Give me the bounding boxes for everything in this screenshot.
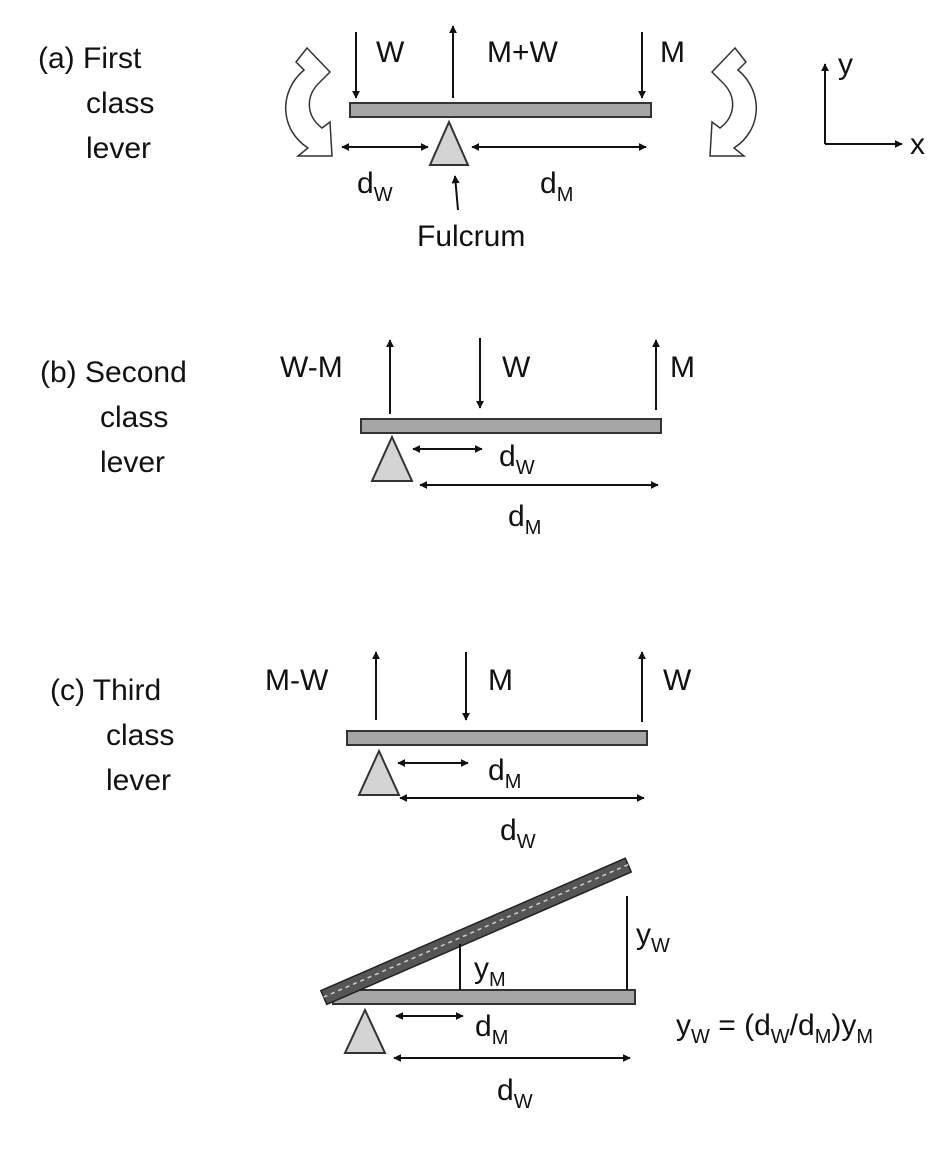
panel-c-beam <box>346 730 648 746</box>
panel-c-title-1: (c) Third <box>50 674 161 707</box>
rotation-ccw-icon <box>284 46 333 157</box>
x-axis-label: x <box>910 128 925 161</box>
panel-b-force-center-label: W <box>502 351 531 384</box>
panel-d-tilted-beam <box>319 857 633 1006</box>
panel-b-beam <box>360 418 662 434</box>
panel-d-dist-short-label: dM <box>475 1010 508 1049</box>
panel-a-force-center-label: M+W <box>487 36 559 69</box>
panel-b-dist-short-label: dW <box>499 440 535 479</box>
panel-a-fulcrum-label: Fulcrum <box>417 220 525 253</box>
panel-a-beam <box>349 102 652 118</box>
panel-c-force-left-label: M-W <box>265 664 329 697</box>
panel-a-title-1: (a) First <box>38 42 142 75</box>
panel-d-horizontal-beam <box>332 989 636 1005</box>
rotation-cw-icon <box>709 46 758 157</box>
panel-b-force-right-label: M <box>670 351 695 384</box>
panel-c-dist-short-label: dM <box>488 754 521 793</box>
panel-d-fulcrum <box>343 1007 387 1054</box>
panel-c-title-3: lever <box>106 764 171 797</box>
panel-d-height-large-label: yW <box>636 918 670 957</box>
panel-a-force-left-label: W <box>376 36 405 69</box>
panel-b-title-3: lever <box>100 446 165 479</box>
panel-a-fulcrum-pointer <box>451 175 460 211</box>
panel-b-force-left-label: W-M <box>280 351 343 384</box>
panel-d-equation: yW = (dW/dM)yM <box>676 1009 873 1048</box>
panel-c-force-center-label: M <box>488 664 513 697</box>
panel-c-force-right-label: W <box>663 664 692 697</box>
panel-a-force-right-label: M <box>660 36 685 69</box>
panel-b-dist-long-label: dM <box>508 500 541 539</box>
panel-d-height-small-label: yM <box>474 952 506 991</box>
panel-a-title-3: lever <box>86 132 151 165</box>
coordinate-axes: y x <box>821 48 925 161</box>
panel-a-title-2: class <box>86 87 154 120</box>
panel-b-title-1: (b) Second <box>40 356 187 389</box>
panel-a-dist-left-label: dW <box>357 167 393 206</box>
panel-a-fulcrum <box>428 119 470 166</box>
panel-c-dist-long-label: dW <box>500 814 536 853</box>
panel-d-dist-long-label: dW <box>497 1074 533 1113</box>
panel-c: (c) Third class lever M-W M W dM dW <box>50 651 692 853</box>
panel-b-fulcrum <box>370 434 414 482</box>
panel-b: (b) Second class lever W-M W M dW dM <box>40 338 695 539</box>
panel-c-title-2: class <box>106 719 174 752</box>
panel-a-dist-right-label: dM <box>540 167 573 206</box>
panel-c-fulcrum <box>357 748 401 796</box>
y-axis-label: y <box>838 48 853 81</box>
panel-d: yM yW dM dW yW = (dW/dM)yM <box>319 857 873 1113</box>
panel-a: (a) First class lever W M+W M dW dM Fulc… <box>38 25 758 253</box>
panel-b-title-2: class <box>100 401 168 434</box>
